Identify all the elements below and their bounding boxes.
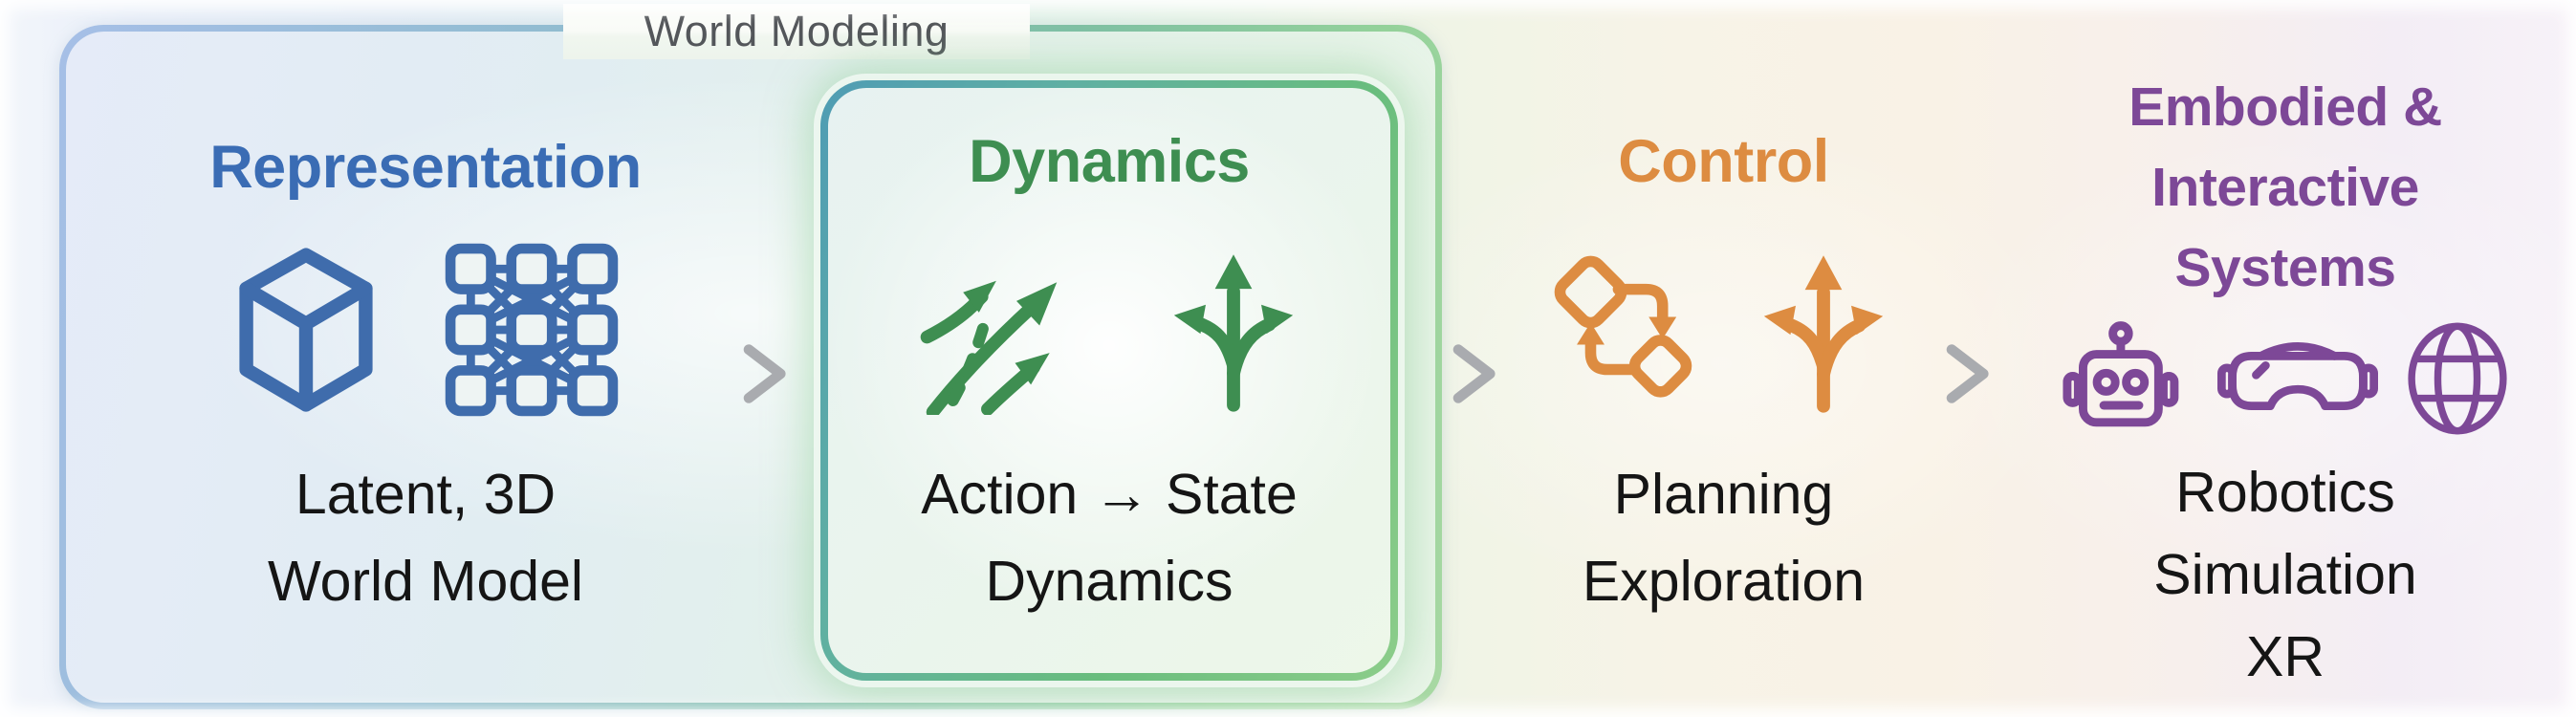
robot-icon [2063, 321, 2179, 427]
mesh-grid-icon [445, 243, 619, 417]
world-modeling-label: World Modeling [563, 4, 1030, 59]
branch-arrow-icon [1173, 254, 1294, 412]
dynamics-caption-line2: Dynamics [985, 550, 1233, 613]
dynamics-highlight-box [820, 80, 1398, 681]
flow-arrow-3 [1912, 337, 1997, 411]
cube-icon [239, 248, 373, 412]
globe-icon [2408, 322, 2507, 435]
right-arrow-icon [709, 344, 786, 403]
dynamics-caption: Action → State Dynamics [830, 451, 1388, 625]
dynamics-title: Dynamics [969, 128, 1250, 195]
right-arrow-icon [1912, 344, 1989, 403]
embodied-title-line1: Embodied & [2128, 76, 2442, 138]
embodied-caption: Robotics Simulation XR [2018, 451, 2553, 698]
workflow-cycle-icon [1554, 255, 1692, 398]
dynamics-icons [840, 241, 1379, 419]
representation-caption-line2: World Model [267, 550, 584, 613]
embodied-title-line2: Interactive [2151, 157, 2419, 218]
embodied-title-line3: Systems [2174, 237, 2397, 298]
trend-arrows-icon [920, 280, 1058, 415]
flow-arrow-2 [1419, 337, 1503, 411]
dynamics-box-fill [828, 88, 1390, 673]
representation-icons [100, 241, 751, 419]
embodied-title: Embodied & Interactive Systems [2018, 67, 2553, 308]
right-arrow-icon [1419, 344, 1495, 403]
control-caption: Planning Exploration [1458, 451, 1989, 625]
embodied-caption-line3: XR [2246, 625, 2325, 688]
embodied-icons [2018, 321, 2553, 436]
embodied-caption-line1: Robotics [2175, 461, 2395, 524]
dynamics-caption-line1: Action → State [921, 463, 1298, 526]
control-caption-line1: Planning [1613, 463, 1834, 526]
representation-caption: Latent, 3D World Model [100, 451, 751, 625]
embodied-caption-line2: Simulation [2153, 543, 2417, 606]
control-caption-line2: Exploration [1582, 550, 1866, 613]
control-icons [1458, 245, 1989, 417]
control-title: Control [1618, 128, 1829, 195]
vr-headset-icon [2217, 342, 2378, 410]
representation-caption-line1: Latent, 3D [295, 463, 557, 526]
representation-title: Representation [209, 134, 642, 201]
branch-arrow-icon [1763, 255, 1883, 413]
flow-arrow-1 [709, 337, 794, 411]
